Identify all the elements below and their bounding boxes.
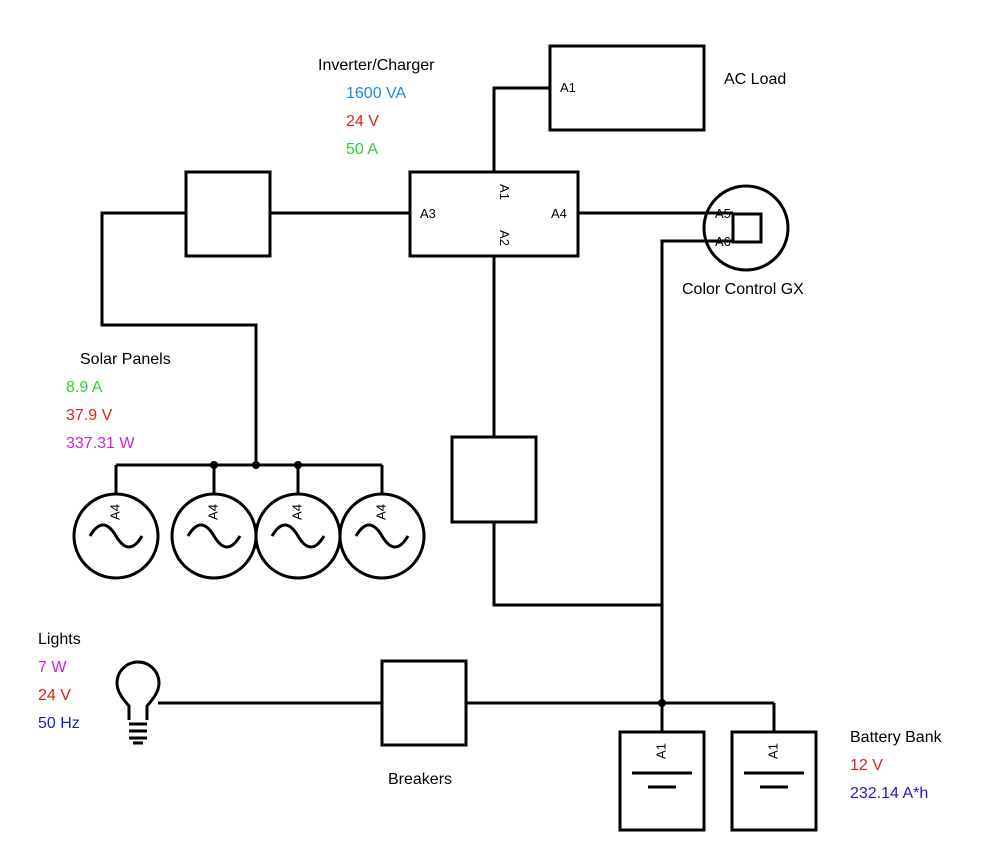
battery-cell-1 (618, 730, 706, 832)
solar-title: Solar Panels (80, 351, 171, 368)
solar-value-volts: 37.9 V (66, 407, 113, 424)
wire-upper-box-to-solar (100, 211, 258, 465)
ac-wave-1 (88, 523, 144, 549)
battery-cell-2-label: A1 (765, 743, 780, 759)
wire-lower-box-to-bus (492, 522, 662, 607)
solar-panel-1 (72, 492, 160, 580)
ac-wave-4 (354, 523, 410, 549)
lights-value-watts: 7 W (38, 659, 67, 676)
upper-connector-box (184, 170, 272, 258)
wire-ac-load (492, 86, 550, 172)
battery-value-capacity: 232.14 A*h (850, 785, 929, 802)
lights-value-hz: 50 Hz (38, 715, 80, 732)
color-control-circle (702, 184, 790, 272)
solar-panel-1-label: A4 (107, 504, 122, 520)
solar-value-watts: 337.31 W (66, 435, 135, 452)
inverter-title: Inverter/Charger (318, 57, 435, 74)
inverter-port-a3: A3 (420, 206, 436, 221)
ac-load-port-label: A1 (560, 80, 576, 95)
solar-panel-2-label: A4 (205, 504, 220, 520)
inverter-box (408, 170, 580, 258)
breakers-box (380, 659, 468, 747)
solar-panel-4 (338, 492, 426, 580)
color-control-title: Color Control GX (682, 281, 804, 298)
color-control-port-a6: A6 (715, 234, 731, 249)
battery-title: Battery Bank (850, 729, 942, 746)
inverter-port-a2: A2 (497, 230, 512, 246)
junction-dot-4 (658, 699, 666, 707)
junction-dot-2 (252, 461, 260, 469)
solar-panel-3-label: A4 (289, 504, 304, 520)
battery-value-volts: 12 V (850, 757, 883, 774)
inverter-value-va: 1600 VA (346, 85, 407, 102)
color-control-screen (731, 212, 763, 244)
lights-title: Lights (38, 631, 81, 648)
junction-dot-3 (294, 461, 302, 469)
lights-value-volts: 24 V (38, 687, 71, 704)
ac-wave-3 (270, 523, 326, 549)
solar-panel-4-label: A4 (373, 504, 388, 520)
battery-cell-1-label: A1 (653, 743, 668, 759)
light-bulb-icon (115, 660, 161, 720)
inverter-value-volts: 24 V (346, 113, 379, 130)
breakers-title: Breakers (388, 771, 453, 788)
ac-wave-2 (186, 523, 242, 549)
battery-cell-2 (730, 730, 818, 832)
inverter-port-a1: A1 (497, 184, 512, 200)
inverter-value-amps: 50 A (346, 141, 379, 158)
ac-load-title: AC Load (724, 71, 787, 88)
inverter-port-a4: A4 (551, 206, 567, 221)
wire-color-control-to-battery (660, 239, 733, 703)
color-control-port-a5: A5 (715, 206, 731, 221)
lower-connector-box (450, 435, 538, 524)
junction-dot-1 (210, 461, 218, 469)
ac-load-box (548, 44, 706, 132)
solar-value-amps: 8.9 A (66, 379, 103, 396)
